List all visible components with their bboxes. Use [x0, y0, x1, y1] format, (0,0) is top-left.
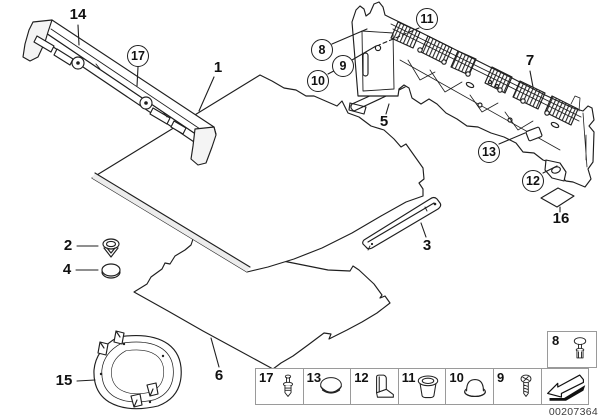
legend-cell-10[interactable]: 10 [445, 368, 494, 405]
callout-2[interactable]: 2 [63, 237, 73, 254]
callout-4[interactable]: 4 [62, 261, 72, 278]
callout-15[interactable]: 15 [55, 372, 73, 389]
callout-14[interactable]: 14 [69, 6, 87, 23]
circled-callout-11-label: 11 [420, 12, 434, 26]
blind-plug-icon [464, 379, 486, 397]
drawing-number: 00207364 [548, 406, 598, 418]
callout-16[interactable]: 16 [552, 210, 570, 227]
upper-trunk-mat-part-1 [91, 74, 425, 273]
circled-callout-12-label: 12 [526, 174, 540, 188]
reference-arrow-icon [546, 374, 585, 401]
circled-callout-17[interactable]: 17 [127, 45, 149, 67]
circled-callout-9[interactable]: 9 [332, 55, 354, 77]
storage-frame-part-15 [93, 330, 182, 410]
oval-grommet-icon [418, 375, 439, 399]
circled-callout-8[interactable]: 8 [311, 39, 333, 61]
legend-cell-13-number: 13 [306, 370, 322, 385]
legend-cell-13[interactable]: 13 [302, 368, 352, 405]
legend-cell-17[interactable]: 17 [255, 368, 304, 405]
circled-callout-8-label: 8 [318, 43, 326, 57]
circled-callout-13-label: 13 [482, 145, 496, 159]
legend-cell-9-number: 9 [496, 370, 505, 385]
screw-icon [520, 374, 531, 397]
trim-piece-part-16 [540, 187, 575, 208]
circled-callout-12[interactable]: 12 [522, 170, 544, 192]
callout-3[interactable]: 3 [422, 237, 432, 254]
lower-trunk-mat-part-6 [133, 236, 391, 370]
legend-cell-12-number: 12 [354, 370, 369, 385]
rear-trim-panel-part-7 [351, 1, 595, 208]
legend-cell-12[interactable]: 12 [350, 368, 399, 405]
legend-cell-9[interactable]: 9 [492, 368, 542, 405]
legend-cell-10-number: 10 [449, 370, 464, 385]
sill-strip-part-3 [362, 196, 442, 251]
fastener-legend-row: 17 13 12 11 [255, 368, 590, 405]
circled-callout-11[interactable]: 11 [416, 8, 438, 30]
circled-callout-13[interactable]: 13 [478, 141, 500, 163]
legend-cell-11[interactable]: 11 [397, 368, 447, 405]
cap-part-4 [101, 263, 121, 279]
callout-5[interactable]: 5 [379, 113, 389, 130]
callout-7[interactable]: 7 [525, 52, 535, 69]
legend-cell-8[interactable]: 8 [547, 331, 597, 368]
circled-callout-10-label: 10 [311, 74, 325, 88]
circled-callout-10[interactable]: 10 [307, 70, 329, 92]
legend-cell-reference-arrow[interactable] [540, 368, 590, 405]
fastener-part-2 [102, 238, 120, 258]
clamp-bracket-icon [375, 374, 394, 398]
sill-trim-part-14 [22, 19, 217, 166]
expanding-rivet-icon [282, 374, 293, 397]
callout-1[interactable]: 1 [213, 59, 223, 76]
circled-callout-17-label: 17 [131, 49, 145, 63]
circled-callout-9-label: 9 [339, 59, 347, 73]
cover-cap-icon [320, 377, 343, 394]
rivet-pin-icon [573, 337, 587, 359]
legend-cell-11-number: 11 [401, 370, 416, 385]
legend-cell-8-number: 8 [552, 333, 560, 348]
legend-cell-17-number: 17 [259, 370, 274, 385]
callout-6[interactable]: 6 [214, 367, 224, 384]
